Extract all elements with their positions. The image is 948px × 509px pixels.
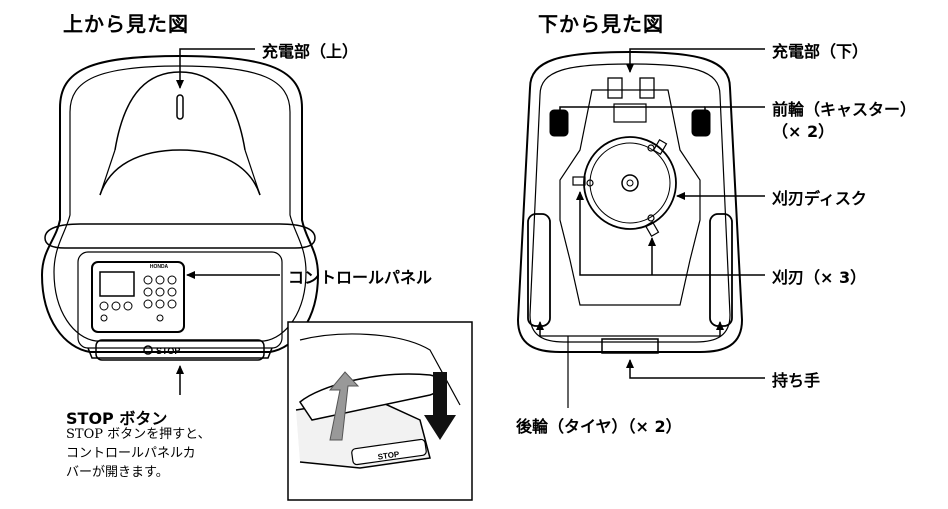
label-stop-button: STOP ボタン [66,409,168,428]
label-handle: 持ち手 [772,371,821,390]
label-charge-top: 充電部（上） [262,42,359,61]
top-view-leaders [176,48,280,395]
stop-note-line-3: バーが開きます。 [66,465,169,480]
label-rear-wheel: 後輪（タイヤ）（× 2） [516,417,682,436]
label-charge-bottom: 充電部（下） [772,42,869,61]
top-view-mower [40,54,320,361]
label-front-wheel: 前輪（キャスター） [772,100,917,119]
inset-stop-text: STOP [377,450,400,462]
bottom-view-title: 下から見た図 [538,12,664,36]
label-blade: 刈刃（× 3） [772,268,867,287]
inset-panel-cover: STOP [287,321,473,501]
stop-note-line-1: STOP ボタンを押すと、 [66,427,211,442]
label-blade-disk: 刈刃ディスク [772,189,867,208]
label-control-panel: コントロールパネル [288,268,433,287]
stop-button[interactable]: STOP [143,345,180,356]
stop-button-text: STOP [156,346,180,356]
label-front-wheel-count: （× 2） [772,122,835,141]
brand-logo: HONDA [150,264,169,270]
stop-note: STOP ボタンを押すと、 コントロールパネルカ バーが開きます。 [66,425,211,482]
top-view-title: 上から見た図 [63,12,189,36]
bottom-view-mower [516,50,744,354]
bottom-view-leaders [536,48,765,408]
stop-note-line-2: コントロールパネルカ [66,446,196,461]
